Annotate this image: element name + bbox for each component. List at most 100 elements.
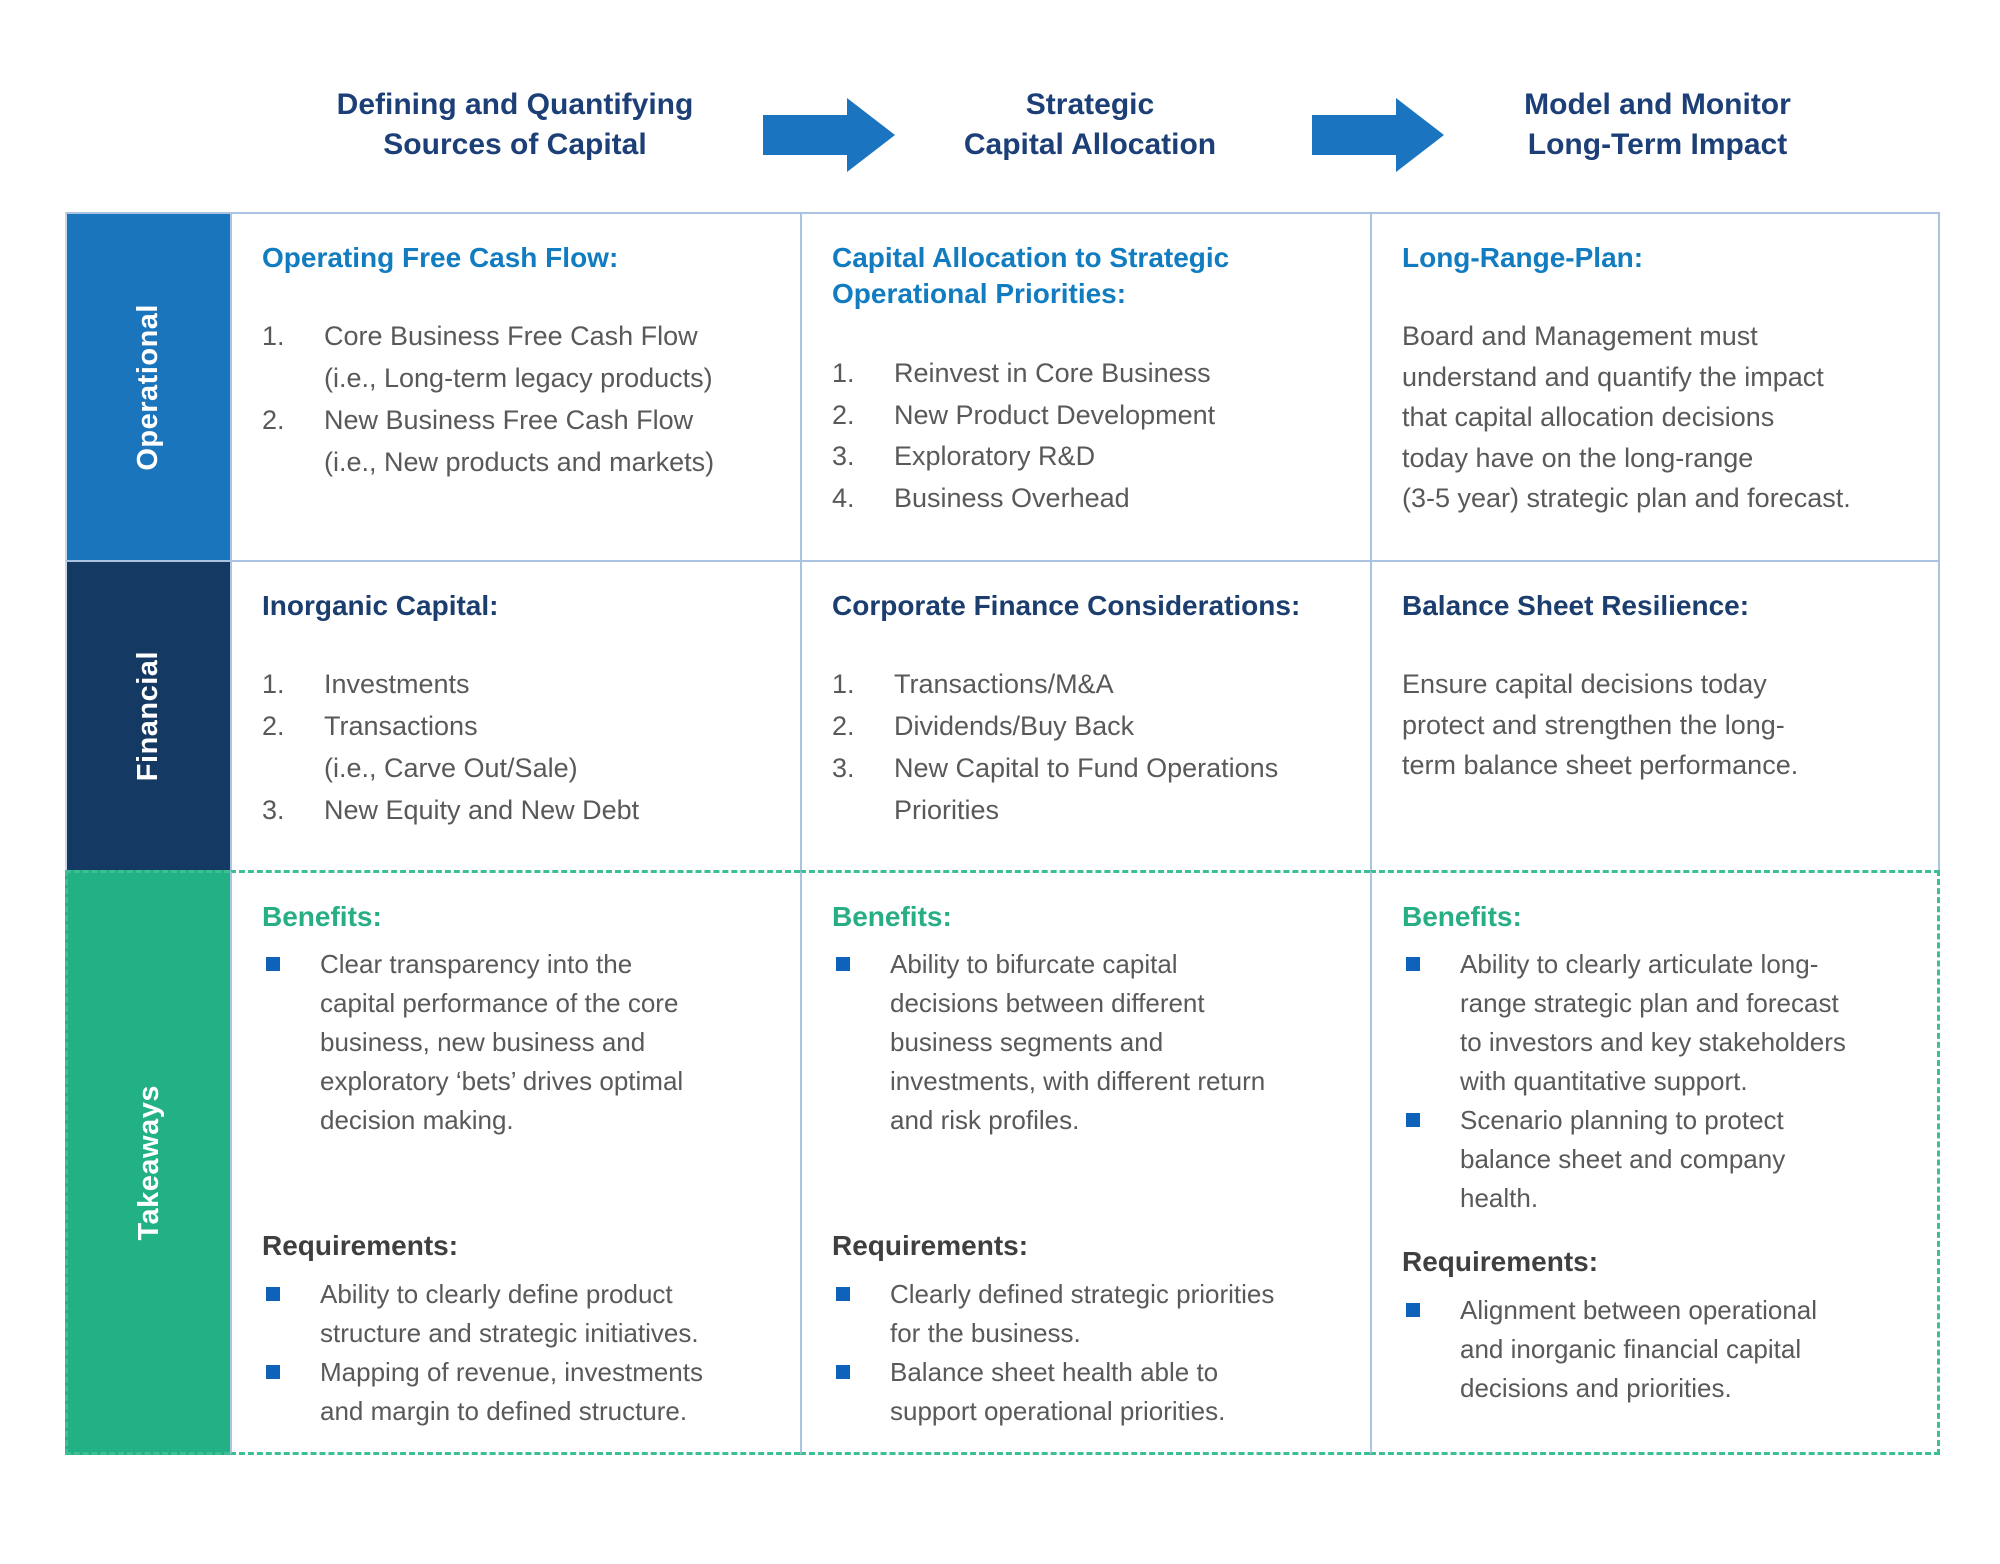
cell-heading: Capital Allocation to Strategic Operatio…	[832, 242, 1230, 310]
row-label-financial: Financial	[65, 560, 230, 870]
cell-corporate-finance-considerations: Corporate Finance Considerations: 1. Tra…	[800, 560, 1370, 870]
list-item-number: 1.	[262, 669, 285, 700]
requirements-label: Requirements:	[1402, 1246, 1599, 1278]
benefits-label: Benefits:	[1402, 901, 1522, 932]
requirement-item: Mapping of revenue, investments and marg…	[262, 1353, 770, 1431]
bullet-square-icon	[1406, 957, 1420, 972]
requirement-text: Clearly defined strategic priorities for…	[890, 1278, 1275, 1348]
list-item: 3. Exploratory R&D	[832, 436, 1340, 478]
numbered-list: 1. Transactions/M&A 2. Dividends/Buy Bac…	[832, 664, 1340, 831]
cell-heading: Corporate Finance Considerations:	[832, 590, 1301, 621]
requirement-text: Balance sheet health able to support ope…	[890, 1356, 1226, 1426]
benefit-item: Ability to clearly articulate long- rang…	[1402, 945, 1907, 1101]
list-item-text: New Business Free Cash Flow (i.e., New p…	[324, 405, 715, 477]
cell-inorganic-capital: Inorganic Capital: 1. Investments 2. Tra…	[230, 560, 800, 870]
list-item-number: 1.	[262, 321, 285, 352]
requirement-text: Alignment between operational and inorga…	[1460, 1294, 1818, 1403]
benefit-item: Ability to bifurcate capital decisions b…	[832, 945, 1340, 1140]
benefit-item: Scenario planning to protect balance she…	[1402, 1101, 1907, 1218]
list-item: 4. Business Overhead	[832, 478, 1340, 520]
cell-paragraph: Board and Management must understand and…	[1402, 321, 1851, 514]
flow-step-line2: Capital Allocation	[963, 128, 1217, 161]
benefit-text: Ability to clearly articulate long- rang…	[1460, 949, 1846, 1097]
numbered-list: 1. Core Business Free Cash Flow (i.e., L…	[262, 316, 770, 483]
numbered-list: 1. Reinvest in Core Business 2. New Prod…	[832, 353, 1340, 520]
flow-step-sources-of-capital: Defining and Quantifying Sources of Capi…	[230, 70, 800, 180]
list-item-number: 3.	[832, 441, 855, 472]
list-item-text: Transactions (i.e., Carve Out/Sale)	[324, 711, 578, 784]
arrow-right-icon	[763, 98, 895, 172]
cell-heading: Long-Range-Plan:	[1402, 242, 1644, 273]
list-item-text: Core Business Free Cash Flow (i.e., Long…	[324, 321, 713, 394]
framework-table: Operational Operating Free Cash Flow: 1.…	[65, 212, 1940, 1455]
cell-takeaways-allocation: Benefits: Ability to bifurcate capital d…	[800, 870, 1370, 1455]
list-item-text: Transactions/M&A	[894, 669, 1114, 700]
flow-step-strategic-capital-allocation: Strategic Capital Allocation	[805, 70, 1375, 180]
arrow-right-icon	[1312, 98, 1444, 172]
benefit-text: Scenario planning to protect balance she…	[1460, 1105, 1786, 1214]
requirement-text: Mapping of revenue, investments and marg…	[320, 1356, 703, 1426]
row-label-text: Operational	[132, 303, 164, 471]
flow-step-line2: Long-Term Impact	[1527, 128, 1788, 161]
list-item-number: 3.	[832, 753, 855, 784]
requirement-item: Clearly defined strategic priorities for…	[832, 1275, 1340, 1353]
list-item-number: 2.	[262, 405, 285, 436]
list-item: 1. Transactions/M&A	[832, 664, 1340, 706]
list-item: 1. Investments	[262, 664, 770, 706]
list-item-text: Exploratory R&D	[894, 441, 1096, 472]
list-item: 2. Dividends/Buy Back	[832, 706, 1340, 748]
list-item: 1. Reinvest in Core Business	[832, 353, 1340, 395]
bullet-square-icon	[266, 1286, 280, 1301]
cell-long-range-plan: Long-Range-Plan: Board and Management mu…	[1370, 212, 1940, 560]
list-item-number: 2.	[832, 399, 855, 430]
requirement-text: Ability to clearly define product struct…	[320, 1278, 699, 1348]
benefit-item: Clear transparency into the capital perf…	[262, 945, 770, 1140]
benefit-text: Ability to bifurcate capital decisions b…	[890, 949, 1266, 1136]
list-item-text: New Product Development	[894, 399, 1216, 430]
list-item-text: Investments	[324, 669, 470, 700]
cell-capital-allocation-priorities: Capital Allocation to Strategic Operatio…	[800, 212, 1370, 560]
bullet-square-icon	[1406, 1302, 1420, 1317]
row-label-text: Financial	[132, 650, 164, 782]
requirements-label: Requirements:	[262, 1230, 459, 1262]
list-item-number: 2.	[832, 711, 855, 742]
bullet-square-icon	[836, 957, 850, 972]
flow-step-line2: Sources of Capital	[383, 128, 647, 161]
cell-takeaways-sources: Benefits: Clear transparency into the ca…	[230, 870, 800, 1455]
cell-heading: Inorganic Capital:	[262, 590, 499, 621]
list-item: 2. New Product Development	[832, 395, 1340, 437]
requirement-item: Balance sheet health able to support ope…	[832, 1353, 1340, 1431]
list-item-number: 1.	[832, 669, 855, 700]
list-item-text: New Capital to Fund Operations Prioritie…	[894, 753, 1279, 825]
flow-step-line1: Model and Monitor	[1524, 87, 1791, 121]
list-item-text: New Equity and New Debt	[324, 794, 640, 825]
requirement-item: Alignment between operational and inorga…	[1402, 1291, 1907, 1408]
list-item-number: 3.	[262, 794, 285, 825]
numbered-list: 1. Investments 2. Transactions (i.e., Ca…	[262, 664, 770, 831]
requirements-label: Requirements:	[832, 1230, 1029, 1262]
cell-heading: Balance Sheet Resilience:	[1402, 590, 1750, 621]
list-item: 1. Core Business Free Cash Flow (i.e., L…	[262, 316, 770, 400]
row-label-text: Takeaways	[132, 1084, 165, 1241]
list-item-text: Dividends/Buy Back	[894, 711, 1135, 742]
list-item-number: 4.	[832, 483, 855, 514]
list-item-text: Business Overhead	[894, 483, 1130, 514]
list-item: 3. New Capital to Fund Operations Priori…	[832, 748, 1340, 832]
list-item-text: Reinvest in Core Business	[894, 357, 1211, 388]
list-item: 2. New Business Free Cash Flow (i.e., Ne…	[262, 400, 770, 484]
flow-step-model-and-monitor: Model and Monitor Long-Term Impact	[1375, 70, 1940, 180]
benefits-label: Benefits:	[832, 901, 952, 932]
cell-balance-sheet-resilience: Balance Sheet Resilience: Ensure capital…	[1370, 560, 1940, 870]
list-item-number: 1.	[832, 357, 855, 388]
row-label-operational: Operational	[65, 212, 230, 560]
benefits-label: Benefits:	[262, 901, 382, 932]
bullet-square-icon	[1406, 1113, 1420, 1128]
benefit-text: Clear transparency into the capital perf…	[320, 949, 684, 1136]
list-item: 2. Transactions (i.e., Carve Out/Sale)	[262, 706, 770, 790]
list-item: 3. New Equity and New Debt	[262, 790, 770, 832]
cell-takeaways-monitor: Benefits: Ability to clearly articulate …	[1370, 870, 1940, 1455]
cell-paragraph: Ensure capital decisions today protect a…	[1402, 669, 1799, 781]
flow-step-line1: Strategic	[1025, 87, 1155, 121]
bullet-square-icon	[266, 1364, 280, 1379]
